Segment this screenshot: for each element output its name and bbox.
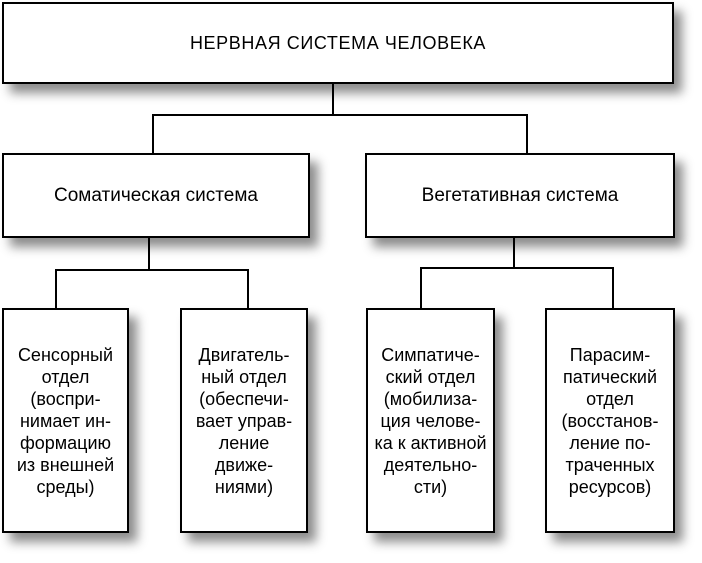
connector-somatic-branch [55, 269, 249, 308]
node-sympathetic-department-label: Симпатиче- ский отдел (мобилиза- ция чел… [374, 344, 487, 497]
node-vegetative-system-label: Вегетативная система [421, 184, 619, 206]
node-somatic-system-label: Соматическая система [54, 184, 258, 206]
node-parasympathetic-department: Парасим- патический отдел (восстанов- ле… [545, 308, 675, 533]
node-sympathetic-department: Симпатиче- ский отдел (мобилиза- ция чел… [366, 308, 495, 533]
connector-root-branch [152, 114, 528, 153]
node-sensory-department-label: Сенсорный отдел (воспри- нимает ин- форм… [16, 344, 115, 497]
node-vegetative-system: Вегетативная система [365, 153, 675, 238]
node-parasympathetic-department-label: Парасим- патический отдел (восстанов- ле… [561, 344, 659, 497]
node-motor-department: Двигатель- ный отдел (обеспечи- вает упр… [180, 308, 308, 533]
node-somatic-system: Соматическая система [2, 153, 310, 238]
connector-vegetative-branch [420, 267, 614, 308]
node-nervous-system-label: НЕРВНАЯ СИСТЕМА ЧЕЛОВЕКА [189, 32, 487, 53]
node-nervous-system: НЕРВНАЯ СИСТЕМА ЧЕЛОВЕКА [2, 2, 674, 84]
node-sensory-department: Сенсорный отдел (воспри- нимает ин- форм… [2, 308, 129, 533]
node-motor-department-label: Двигатель- ный отдел (обеспечи- вает упр… [195, 344, 293, 497]
